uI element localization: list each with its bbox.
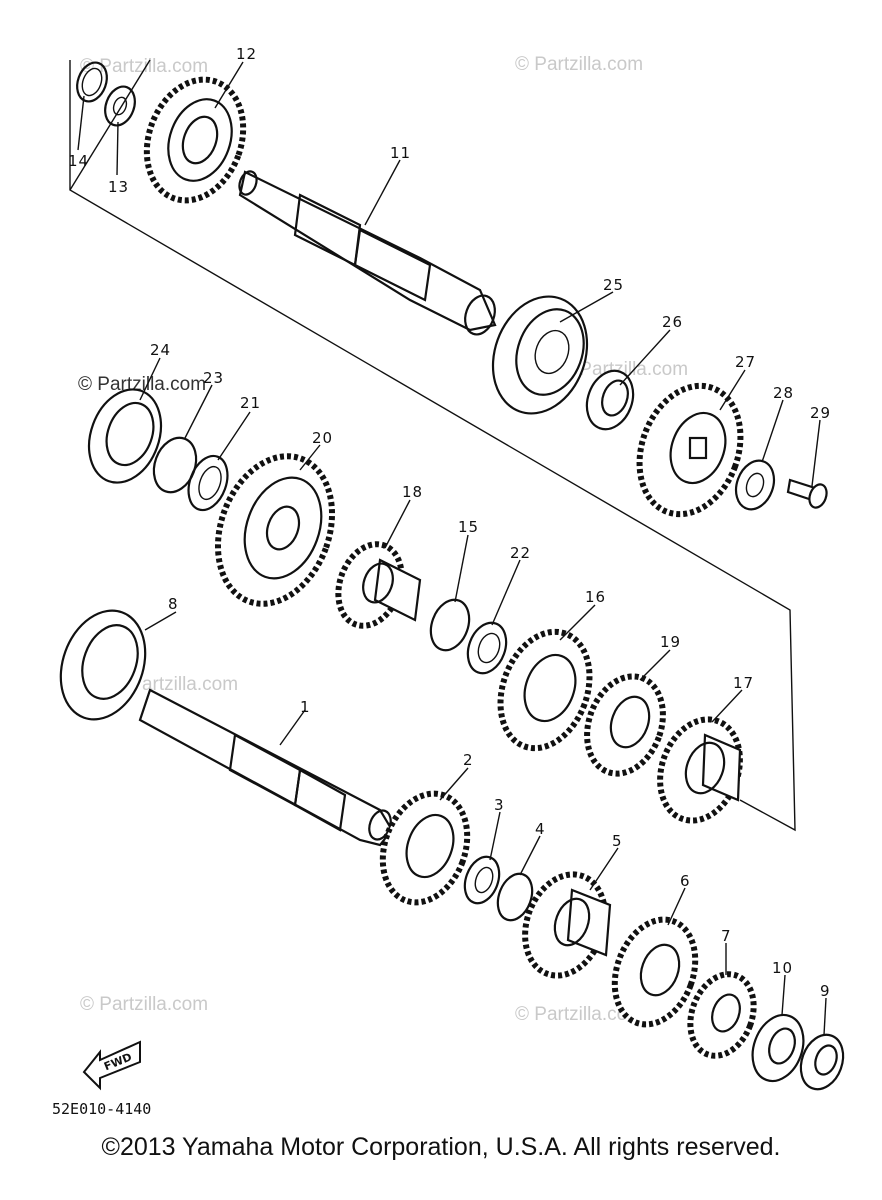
callout-15: 15 xyxy=(458,518,479,536)
gear-18 xyxy=(335,541,422,629)
callout-6: 6 xyxy=(680,872,691,890)
diagram-part-number: 52E010-4140 xyxy=(52,1100,151,1118)
bearing-8 xyxy=(59,609,147,721)
circlip-15 xyxy=(429,598,471,652)
lock-washer-28 xyxy=(734,459,776,511)
callout-23: 23 xyxy=(203,369,224,387)
callout-10: 10 xyxy=(772,959,793,977)
callout-29: 29 xyxy=(810,404,831,422)
callout-20: 20 xyxy=(312,429,333,447)
callout-5: 5 xyxy=(612,832,623,850)
copyright-notice: ©2013 Yamaha Motor Corporation, U.S.A. A… xyxy=(101,1133,781,1161)
gear-2 xyxy=(379,790,471,906)
gear-5 xyxy=(522,871,612,979)
callout-18: 18 xyxy=(402,483,423,501)
oil-seal-26 xyxy=(585,369,635,431)
callout-11: 11 xyxy=(390,144,411,162)
watermark: © Partzilla.com xyxy=(110,674,238,695)
gear-17 xyxy=(657,716,743,824)
bearing-25 xyxy=(491,295,589,415)
callout-labels: 1 2 3 4 5 6 7 8 9 10 11 12 13 14 15 16 1… xyxy=(68,45,831,1000)
callout-28: 28 xyxy=(773,384,794,402)
watermark: © Partzilla.com xyxy=(80,56,208,77)
gear-6 xyxy=(611,916,699,1028)
gear-20 xyxy=(214,453,336,607)
oil-seal-9 xyxy=(799,1033,845,1091)
callout-3: 3 xyxy=(494,796,505,814)
bearing-10 xyxy=(751,1013,805,1083)
callout-24: 24 xyxy=(150,341,171,359)
callout-26: 26 xyxy=(662,313,683,331)
watermark: © Partzilla.com xyxy=(515,54,643,75)
drive-axle-1 xyxy=(138,688,394,847)
callout-12: 12 xyxy=(236,45,257,63)
callout-13: 13 xyxy=(108,178,129,196)
gear-19 xyxy=(584,673,666,777)
callout-14: 14 xyxy=(68,152,89,170)
sprocket-27 xyxy=(636,382,744,518)
callout-22: 22 xyxy=(510,544,531,562)
main-axle-11 xyxy=(238,170,497,336)
circlip-14 xyxy=(76,61,108,103)
callout-25: 25 xyxy=(603,276,624,294)
callout-17: 17 xyxy=(733,674,754,692)
watermark: © Partzilla.com xyxy=(80,994,208,1015)
gear-12 xyxy=(143,76,247,204)
callout-16: 16 xyxy=(585,588,606,606)
bearing-24 xyxy=(87,388,163,484)
washer-21 xyxy=(187,454,229,512)
callout-8: 8 xyxy=(168,595,179,613)
callout-4: 4 xyxy=(535,820,546,838)
washer-22 xyxy=(466,621,508,675)
bolt-29 xyxy=(786,478,828,509)
gear-7 xyxy=(687,971,757,1059)
callout-27: 27 xyxy=(735,353,756,371)
callout-21: 21 xyxy=(240,394,261,412)
watermark: © Partzilla.com xyxy=(515,1004,643,1025)
circlip-4 xyxy=(496,872,534,922)
assembly-outline xyxy=(69,59,796,832)
leader-lines xyxy=(77,61,827,1036)
fwd-arrow-icon: FWD xyxy=(82,1040,141,1091)
washer-13 xyxy=(104,85,136,127)
callout-7: 7 xyxy=(721,927,732,945)
watermark: © Partzilla.com xyxy=(78,374,206,395)
callout-1: 1 xyxy=(300,698,311,716)
callout-9: 9 xyxy=(820,982,831,1000)
callout-19: 19 xyxy=(660,633,681,651)
callout-2: 2 xyxy=(463,751,474,769)
watermark: © Partzilla.com xyxy=(560,359,688,380)
